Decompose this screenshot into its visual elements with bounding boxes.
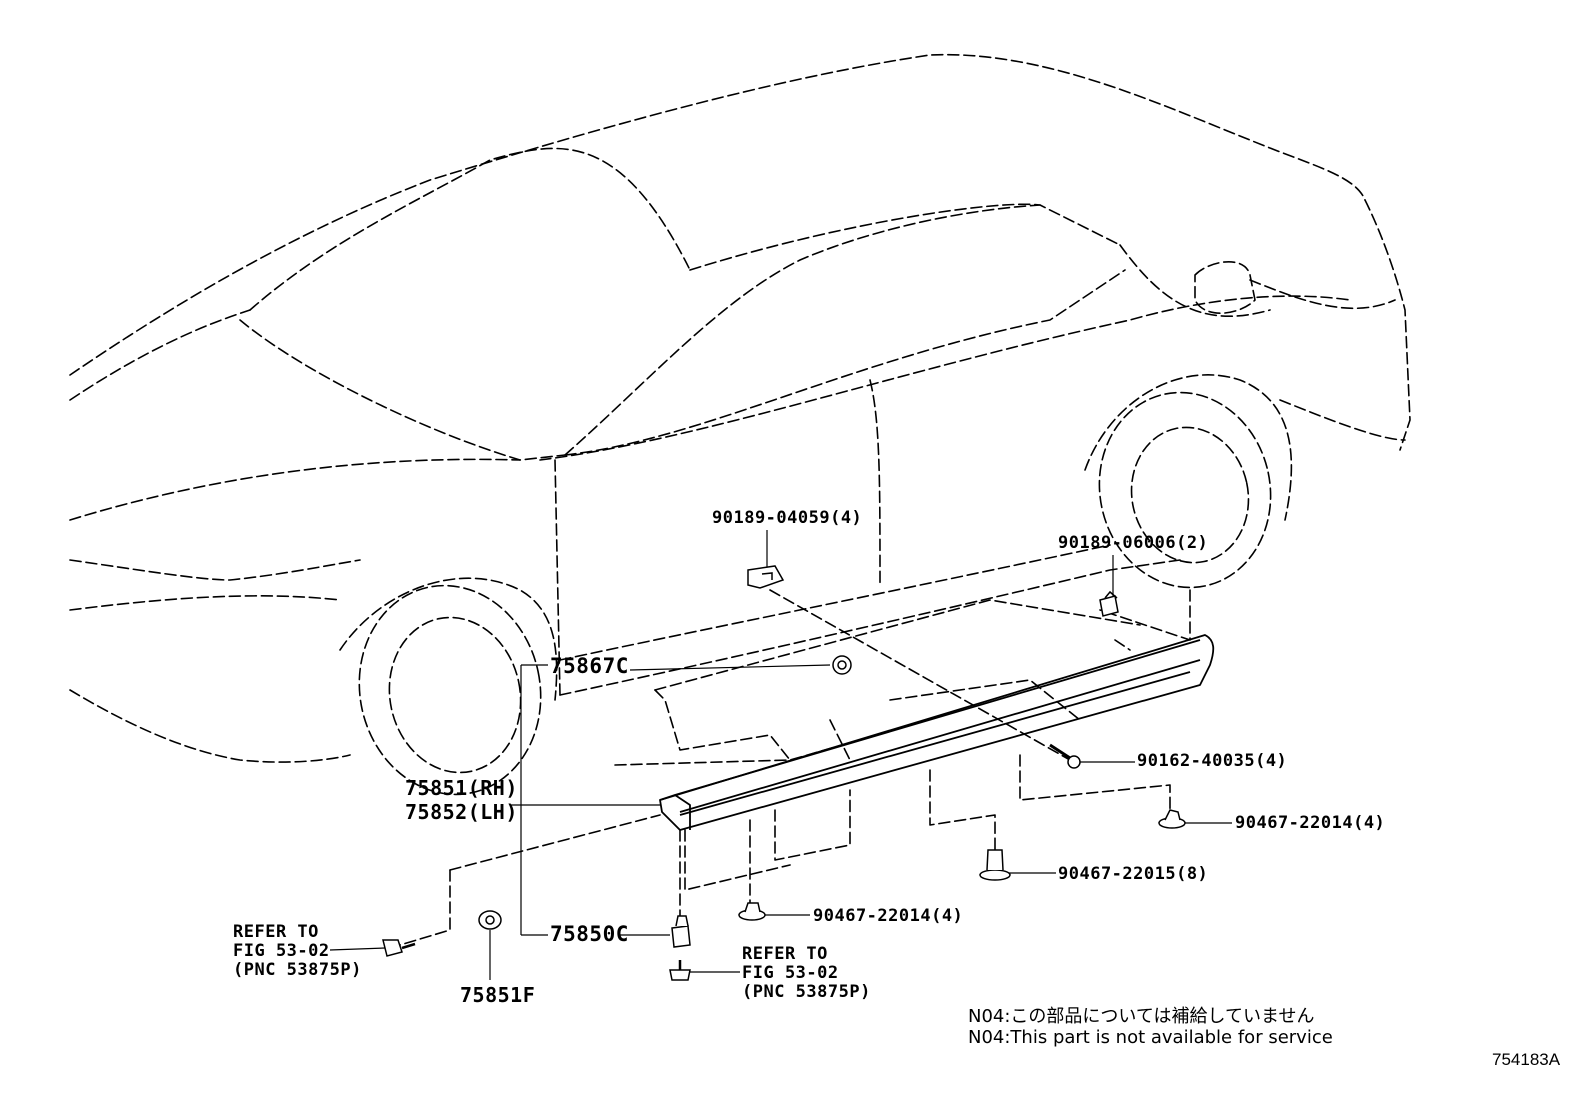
refer-bottom-line-2: FIG 53-02 xyxy=(742,963,839,983)
guide-line-6 xyxy=(449,814,661,871)
clip-90189-04059-icon xyxy=(747,565,785,589)
car-front-fender xyxy=(69,595,341,611)
side-sill-top-edge xyxy=(674,639,1201,796)
leader-refer-left xyxy=(329,947,386,951)
guide-line-10 xyxy=(929,769,996,851)
refer-bottom-line-1: REFER TO xyxy=(742,944,828,964)
part-label-75852-lh: 75852(LH) xyxy=(405,800,518,824)
car-c-pillar xyxy=(1119,244,1271,318)
bolt-refer-left-icon xyxy=(382,939,416,957)
car-b-pillar xyxy=(869,379,881,586)
part-label-75850C: 75850C xyxy=(550,922,629,946)
guide-line-4 xyxy=(654,689,791,761)
part-label-90162-40035: 90162-40035(4) xyxy=(1137,751,1288,771)
clip-90467-22014-bottom-icon xyxy=(738,902,766,921)
guide-line-7 xyxy=(399,869,451,946)
guide-line-5 xyxy=(614,739,861,766)
screw-90162-icon xyxy=(1049,743,1081,769)
clip-90189-06006-icon xyxy=(1099,590,1119,617)
car-front-door-edge xyxy=(554,459,561,696)
car-hood-line xyxy=(69,458,521,521)
front-tire xyxy=(358,584,542,796)
car-roof-rail xyxy=(689,203,1121,271)
car-rear-quarter xyxy=(1249,279,1396,310)
car-door-bottom xyxy=(559,559,1181,696)
car-window-top xyxy=(564,204,1041,456)
part-label-90189-04059: 90189-04059(4) xyxy=(712,508,863,528)
guide-line-8 xyxy=(684,829,791,891)
figure-id: 754183A xyxy=(1492,1050,1561,1069)
car-bumper-lower xyxy=(69,689,351,763)
part-label-75867C: 75867C xyxy=(550,654,629,678)
clip-75850C-icon xyxy=(671,915,691,948)
car-rear-deck xyxy=(1364,199,1411,451)
note-japanese: N04:この部品については補給していません xyxy=(968,1006,1315,1027)
guide-line-11 xyxy=(1019,754,1171,816)
side-sill-end-cap xyxy=(659,794,691,830)
car-rocker-line xyxy=(559,544,1111,661)
car-hood-crease xyxy=(69,309,251,401)
car-roof-outline xyxy=(69,53,1366,376)
guide-line-9 xyxy=(774,789,851,861)
refer-left-line-3: (PNC 53875P) xyxy=(233,960,362,980)
guide-line-12 xyxy=(1114,639,1131,651)
car-windshield-base xyxy=(239,319,566,461)
nut-75867C-icon xyxy=(832,655,852,675)
clip-75851F-icon xyxy=(478,910,502,930)
clip-90467-22014-right-icon xyxy=(1158,809,1186,829)
part-label-90189-06006: 90189-06006(2) xyxy=(1058,533,1209,553)
side-sill-inner xyxy=(679,671,1191,816)
part-label-75851-rh: 75851(RH) xyxy=(405,776,518,800)
note-english: N04:This part is not available for servi… xyxy=(968,1027,1333,1048)
refer-left-line-2: FIG 53-02 xyxy=(233,941,330,961)
car-fuel-door xyxy=(1194,261,1256,314)
leader-75867C xyxy=(629,664,831,671)
rear-tire xyxy=(1098,391,1272,589)
part-label-75851F: 75851F xyxy=(460,983,536,1007)
side-sill-body xyxy=(659,634,1215,831)
rear-wheel-arch xyxy=(1084,374,1293,521)
car-window-bottom xyxy=(564,269,1126,456)
guide-line-15 xyxy=(889,679,1081,721)
refer-bottom-line-3: (PNC 53875P) xyxy=(742,982,871,1002)
guide-line-16 xyxy=(829,719,851,761)
part-label-90467-22014-right: 90467-22014(4) xyxy=(1235,813,1386,833)
guide-line-1 xyxy=(769,589,1071,761)
front-wheel-rim xyxy=(388,616,522,774)
car-a-pillar xyxy=(249,147,691,311)
refer-left-line-1: REFER TO xyxy=(233,922,319,942)
car-bumper xyxy=(69,559,361,581)
side-sill-flange xyxy=(679,659,1201,813)
car-rear-bumper xyxy=(1279,399,1406,441)
rear-wheel-rim xyxy=(1130,426,1250,564)
bolt-refer-bottom-icon xyxy=(669,960,691,981)
front-wheel-arch xyxy=(339,577,558,701)
part-label-90467-22015: 90467-22015(8) xyxy=(1058,864,1209,884)
guide-line-3 xyxy=(654,599,1141,691)
car-beltline xyxy=(539,295,1351,461)
part-label-90467-22014-bottom: 90467-22014(4) xyxy=(813,906,964,926)
clip-90467-22015-icon xyxy=(979,849,1011,881)
